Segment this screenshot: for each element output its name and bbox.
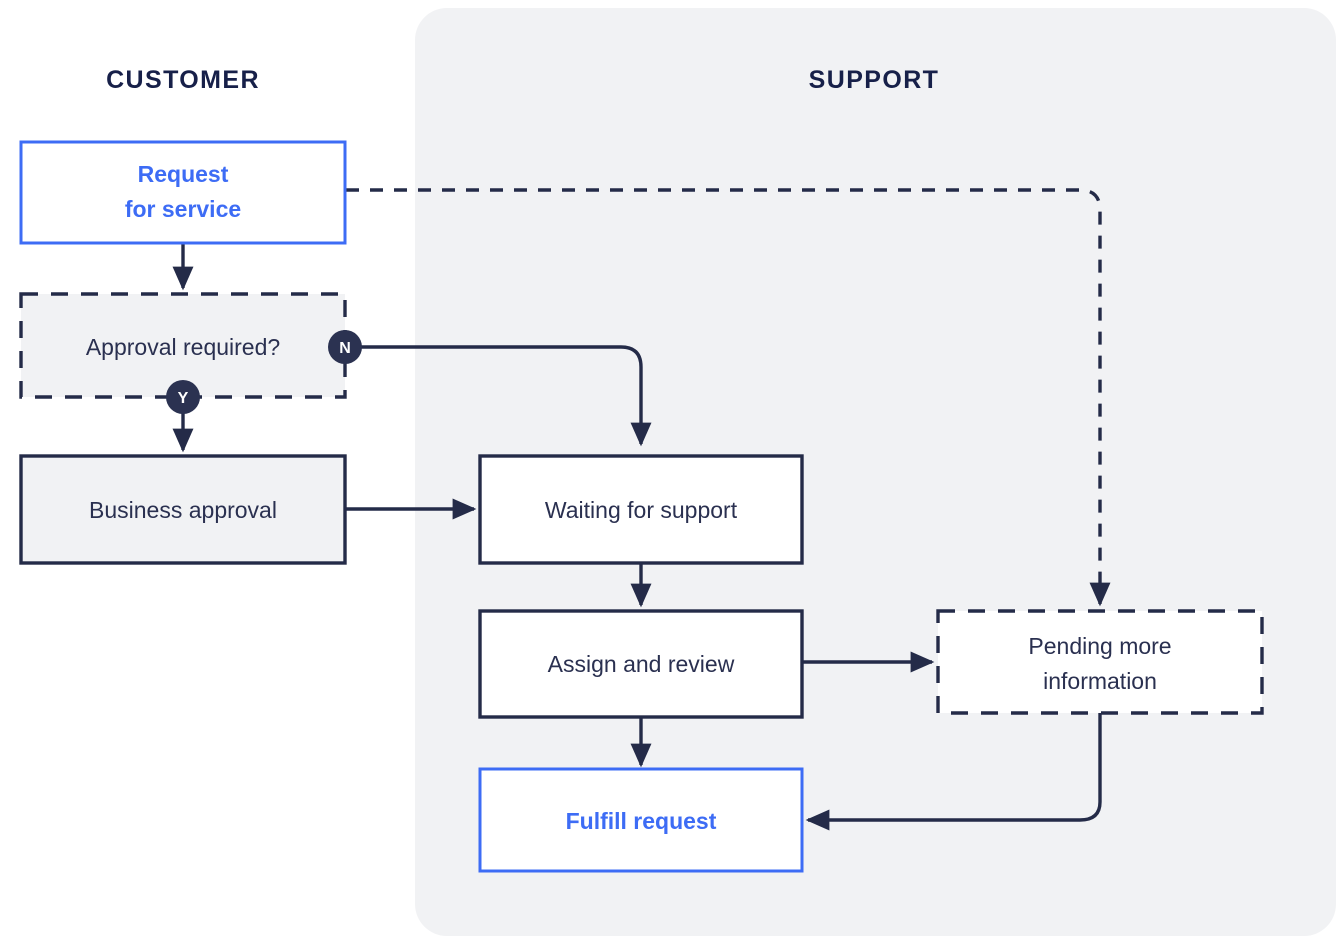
- node-waiting-for-support[interactable]: Waiting for support: [478, 454, 804, 565]
- node-business-approval[interactable]: Business approval: [19, 454, 347, 565]
- edge-pending-to-fulfill: [805, 713, 1102, 831]
- node-waiting-for-support-box: [478, 454, 804, 565]
- node-assign-and-review-label: Assign and review: [548, 651, 735, 677]
- badge-no-circle: [328, 330, 362, 364]
- node-request-for-service-line-2: for service: [125, 196, 241, 222]
- node-approval-required-box: [19, 292, 347, 399]
- node-business-approval-box: [19, 454, 347, 565]
- node-business-approval-label: Business approval: [89, 497, 277, 523]
- badge-yes[interactable]: Y: [166, 380, 200, 414]
- badge-no-label: N: [339, 340, 351, 357]
- node-pending-more-information-box: [936, 609, 1264, 715]
- badge-no[interactable]: N: [328, 330, 362, 364]
- node-request-for-service-line-1: Request: [138, 161, 229, 187]
- lane-title-support: SUPPORT: [809, 66, 940, 94]
- node-fulfill-request[interactable]: Fulfill request: [478, 767, 804, 873]
- node-pending-more-information-line-1: Pending more: [1028, 633, 1171, 659]
- badge-yes-circle: [166, 380, 200, 414]
- edge-request-to-pending: [346, 188, 1111, 607]
- node-fulfill-request-label: Fulfill request: [566, 808, 717, 834]
- node-request-for-service-box: [19, 140, 347, 245]
- node-approval-required[interactable]: Approval required?: [19, 292, 347, 399]
- node-fulfill-request-box: [478, 767, 804, 873]
- edge-approval-no-to-waiting: [361, 345, 652, 447]
- node-pending-more-information-line-2: information: [1043, 668, 1157, 694]
- node-assign-and-review-box: [478, 609, 804, 719]
- node-waiting-for-support-label: Waiting for support: [545, 497, 738, 523]
- node-assign-and-review[interactable]: Assign and review: [478, 609, 804, 719]
- node-request-for-service[interactable]: Request for service: [19, 140, 347, 245]
- lane-title-customer: CUSTOMER: [106, 66, 260, 94]
- node-approval-required-label: Approval required?: [86, 334, 280, 360]
- node-pending-more-information[interactable]: Pending more information: [936, 609, 1264, 715]
- badge-yes-label: Y: [178, 390, 189, 407]
